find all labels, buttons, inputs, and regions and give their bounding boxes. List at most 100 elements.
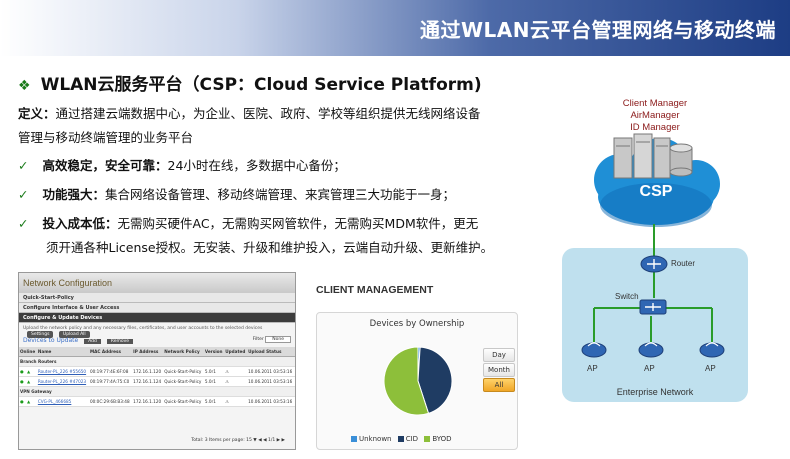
version-cell: 5.0r1 <box>203 376 225 387</box>
col-status[interactable]: Upload Status <box>247 347 295 357</box>
definition-line-1: 定义：通过搭建云端数据中心，为企业、医院、政府、学校等组织提供无线网络设备 <box>18 102 481 126</box>
upload-text: Upload the network policy and any necess… <box>23 326 263 331</box>
version-cell: 5.0r1 <box>203 396 225 407</box>
chart-legend: Unknown CID BYOD <box>347 435 452 443</box>
time-range-buttons: Day Month All <box>483 348 515 393</box>
online-icon: ● ▲ <box>19 396 37 407</box>
table-row[interactable]: ● ▲ CVG-PL_466685 00:0C:29:6B:B3:48 172.… <box>19 396 295 407</box>
status-cell: 10.06.2011 03:53:16 <box>247 376 295 387</box>
chart-title: Devices by Ownership <box>369 319 465 329</box>
point-2-label: 功能强大： <box>42 187 105 202</box>
point-2-text: 集合网络设备管理、移动终端管理、来宾管理三大功能于一身； <box>105 187 456 202</box>
enterprise-network-area <box>562 248 748 402</box>
col-name[interactable]: Name <box>36 347 89 357</box>
legend-swatch-unknown <box>351 436 357 442</box>
pie-slice-cid <box>417 346 453 414</box>
col-version[interactable]: Version <box>203 347 225 357</box>
online-icon: ● ▲ <box>19 366 37 377</box>
legend-swatch-cid <box>397 436 404 442</box>
access-point-icon <box>638 342 664 358</box>
access-point-icon <box>581 342 607 358</box>
legend-unknown: Unknown <box>359 435 392 443</box>
mac-cell: 00:19:77:4A:75:C0 <box>88 376 133 387</box>
filter[interactable]: Filter None <box>252 336 291 343</box>
check-icon: ✓ <box>18 158 29 173</box>
access-point-icon <box>699 342 725 358</box>
definition-line-2: 管理与移动终端管理的业务平台 <box>18 126 193 150</box>
col-mac[interactable]: MAC Address <box>88 347 133 357</box>
device-name[interactable]: Router-PL_226 #55650 <box>36 366 89 377</box>
remove-button[interactable]: Remove <box>106 339 134 344</box>
status-cell: 10.06.2011 03:53:16 <box>247 396 295 407</box>
upload-bar: Upload the network policy and any necess… <box>19 323 295 338</box>
ap-label-2: AP <box>644 364 655 373</box>
all-button[interactable]: All <box>483 378 515 392</box>
settings-button[interactable]: Settings <box>27 331 54 338</box>
point-3-line-2: 须开通各种License授权。无安装、升级和维护投入，云端自动升级、更新维护。 <box>46 236 493 260</box>
col-updated[interactable]: Updated <box>224 347 248 357</box>
heading-text: WLAN云服务平台（CSP：Cloud Service Platform) <box>40 75 482 95</box>
devices-table: Online Name MAC Address IP Address Netwo… <box>19 347 295 407</box>
status-cell: 10.06.2011 03:53:16 <box>247 366 295 377</box>
csp-label: CSP <box>639 183 673 200</box>
point-1-text: 24小时在线，多数据中心备份； <box>167 158 346 173</box>
check-icon: ✓ <box>18 187 29 202</box>
netconf-row-policy[interactable]: Quick-Start-Policy <box>19 293 295 303</box>
point-1: ✓ 高效稳定，安全可靠：24小时在线，多数据中心备份； <box>18 154 346 178</box>
table-row[interactable]: ● ▲ Router-PL_226 #55650 00:19:77:4E:6F:… <box>19 366 295 377</box>
network-configuration-panel: Network Configuration Quick-Start-Policy… <box>18 272 296 450</box>
ownership-pie-chart <box>383 346 453 416</box>
mac-cell: 00:19:77:4E:6F:08 <box>88 366 133 377</box>
devices-header: Devices to Update Add Remove Filter None <box>19 335 295 347</box>
device-name[interactable]: Router-PL_226 #47023 <box>36 376 89 387</box>
filter-label: Filter <box>252 337 264 342</box>
server-label-client-manager: Client Manager <box>622 98 688 109</box>
add-button[interactable]: Add <box>84 339 101 344</box>
definition-label: 定义： <box>18 106 56 121</box>
group-branch-routers[interactable]: Branch Routers <box>19 356 295 367</box>
policy-cell: Quick-Start-Policy <box>163 396 204 407</box>
version-cell: 5.0r1 <box>203 366 225 377</box>
server-rack-icon <box>613 133 671 179</box>
ip-cell: 172.16.1.120 <box>132 366 164 377</box>
section-heading: ❖ WLAN云服务平台（CSP：Cloud Service Platform) <box>18 70 482 95</box>
updated-icon: ⚠ <box>224 366 248 377</box>
client-management-title: CLIENT MANAGEMENT <box>316 284 434 296</box>
database-icon <box>669 143 693 177</box>
server-label-id-manager: ID Manager <box>630 122 680 133</box>
group-vpn-gateway[interactable]: VPN Gateway <box>19 386 295 397</box>
point-1-label: 高效稳定，安全可靠： <box>42 158 168 173</box>
point-3-text-2: 须开通各种License授权。无安装、升级和维护投入，云端自动升级、更新维护。 <box>46 240 494 255</box>
point-3-label: 投入成本低： <box>42 216 118 231</box>
definition-text-1: 通过搭建云端数据中心，为企业、医院、政府、学校等组织提供无线网络设备 <box>55 106 481 121</box>
table-row[interactable]: ● ▲ Router-PL_226 #47023 00:19:77:4A:75:… <box>19 376 295 387</box>
point-2: ✓ 功能强大：集合网络设备管理、移动终端管理、来宾管理三大功能于一身； <box>18 183 455 207</box>
ap-label-1: AP <box>587 364 598 373</box>
legend-cid: CID <box>405 435 419 443</box>
device-name[interactable]: CVG-PL_466685 <box>36 396 89 407</box>
server-label-airmanager: AirManager <box>630 110 680 121</box>
enterprise-network-label: Enterprise Network <box>616 387 694 397</box>
ip-cell: 172.16.1.124 <box>132 376 164 387</box>
policy-cell: Quick-Start-Policy <box>163 376 204 387</box>
diamond-bullet-icon: ❖ <box>18 78 31 94</box>
updated-icon: ⚠ <box>224 376 248 387</box>
switch-icon <box>639 299 667 315</box>
upload-all-button[interactable]: Upload All <box>58 331 90 338</box>
router-icon <box>640 255 668 273</box>
day-button[interactable]: Day <box>483 348 515 362</box>
filter-select[interactable]: None <box>265 336 291 343</box>
col-ip[interactable]: IP Address <box>132 347 164 357</box>
netconf-row-update[interactable]: Configure & Update Devices <box>19 313 295 323</box>
pagination[interactable]: Total: 3 Items per page: 15 ▼ ◀ ◀ 1/1 ▶ … <box>191 438 285 443</box>
mac-cell: 00:0C:29:6B:B3:48 <box>88 396 133 407</box>
policy-cell: Quick-Start-Policy <box>163 366 204 377</box>
col-policy[interactable]: Network Policy <box>163 347 204 357</box>
legend-byod: BYOD <box>432 435 452 443</box>
col-online[interactable]: Online <box>19 347 37 357</box>
netconf-row-interface[interactable]: Configure Interface & User Access <box>19 303 295 313</box>
netconf-title: Network Configuration <box>19 273 295 293</box>
month-button[interactable]: Month <box>483 363 515 377</box>
check-icon: ✓ <box>18 216 29 231</box>
